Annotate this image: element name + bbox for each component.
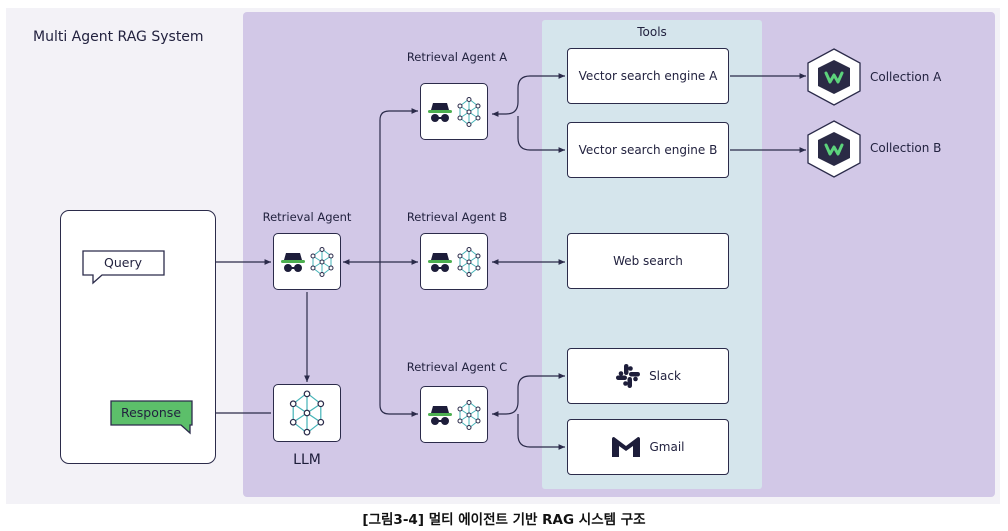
agent-c-to-gmail-connector [517,414,565,450]
vector-search-engine-b-box: Vector search engine B [567,122,729,178]
web-search-label: Web search [613,254,683,268]
retrieval-agent-a-node [420,83,488,140]
spy-agent-icon [281,252,305,272]
response-bubble [110,400,193,435]
vector-search-engine-b-label: Vector search engine B [578,143,718,157]
spy-agent-icon [428,252,452,272]
neural-network-icon [457,96,481,127]
retrieval-agent-c-label: Retrieval Agent C [406,360,508,374]
agent-a-to-vector-b-connector [517,116,565,153]
collection-db-icon [807,48,861,106]
neural-network-icon [457,399,481,430]
agent-c-to-slack-connector [492,373,565,417]
agent-to-agent-c-connector [379,262,418,417]
vector-search-engine-a-box: Vector search engine A [567,48,729,104]
retrieval-agent-c-node [420,386,488,443]
slack-icon [616,364,641,388]
gmail-box: Gmail [567,419,729,475]
slack-label: Slack [649,369,681,383]
retrieval-agent-a-label: Retrieval Agent A [406,50,508,64]
neural-network-icon [310,246,334,277]
tools-title: Tools [637,25,667,39]
spy-agent-icon [428,102,452,122]
llm-node [273,384,341,442]
llm-label: LLM [293,452,321,468]
gmail-icon [612,437,641,457]
agent-a-to-vector-a-connector [492,73,565,117]
retrieval-agent-b-node [420,233,488,290]
figure-caption: [그림3-4] 멀티 에이전트 기반 RAG 시스템 구조 [362,512,646,528]
query-label: Query [104,255,142,270]
response-label: Response [120,405,182,420]
collection-db-icon [807,120,861,178]
slack-box: Slack [567,348,729,404]
agent-to-agent-a-connector [379,108,418,262]
neural-network-icon [457,246,481,277]
gmail-label: Gmail [649,440,685,454]
spy-agent-icon [428,405,452,425]
query-bubble [82,250,165,285]
collection-a-label: Collection A [870,70,942,84]
system-title: Multi Agent RAG System [33,29,204,45]
retrieval-agent-label: Retrieval Agent [262,210,352,224]
web-search-box: Web search [567,233,729,289]
collection-b-label: Collection B [870,141,942,155]
vector-search-engine-a-label: Vector search engine A [578,69,718,83]
retrieval-agent-node [273,233,341,290]
retrieval-agent-b-label: Retrieval Agent B [406,210,508,224]
neural-network-icon [289,390,325,436]
